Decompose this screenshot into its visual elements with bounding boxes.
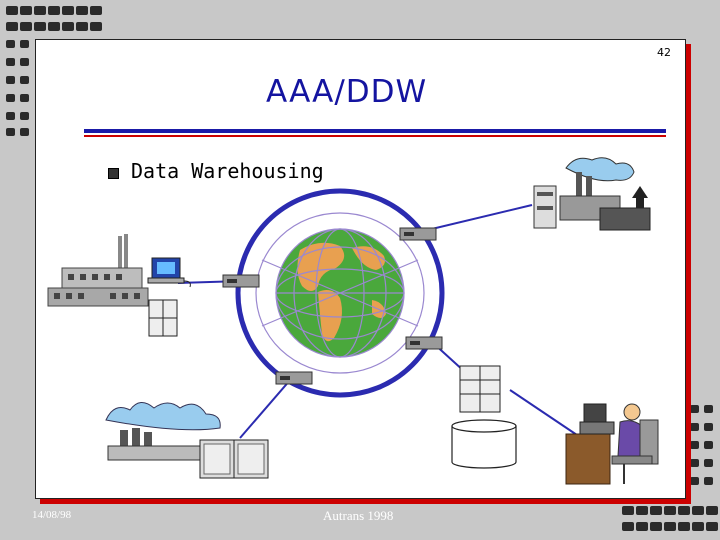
footer-event: Autrans 1998 [323, 508, 394, 523]
computer-terminal-icon [147, 257, 191, 288]
slide-title: AAA/DDW [266, 74, 428, 110]
router-icon [399, 227, 437, 241]
industrial-plant-icon [559, 157, 651, 231]
page-number: 42 [657, 46, 671, 59]
title-rule-red [84, 135, 666, 137]
title-rule-blue [84, 129, 666, 133]
bullet-marker [108, 168, 119, 179]
globe-icon [235, 188, 445, 398]
router-icon [275, 371, 313, 385]
server-rack-icon [199, 439, 269, 479]
tower-server-icon [459, 365, 501, 413]
disk-storage-icon [451, 419, 517, 469]
factory-icon [47, 234, 149, 307]
operator-workstation-icon [565, 403, 659, 485]
office-building-icon [105, 402, 221, 461]
footer-date: 14/08/98 [32, 509, 72, 521]
router-icon [405, 336, 443, 350]
filing-cabinet-icon [148, 299, 178, 337]
server-rack-icon [533, 185, 557, 229]
router-icon [222, 274, 260, 288]
bullet-text: Data Warehousing [131, 159, 324, 183]
